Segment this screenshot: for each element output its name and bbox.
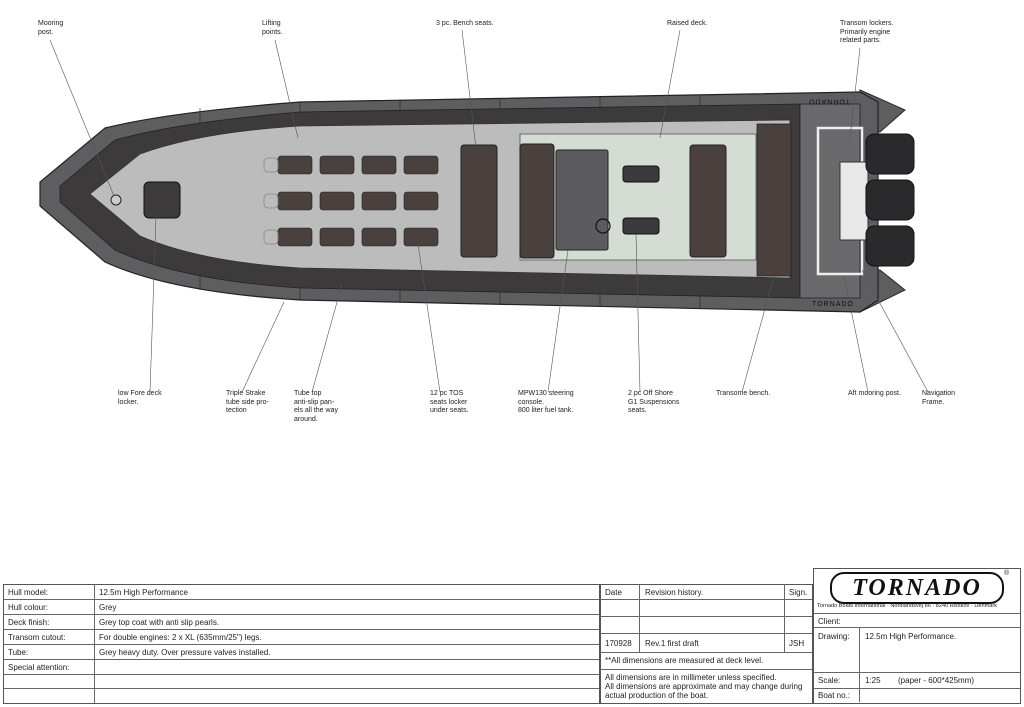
hull-marking-top: TORNADO	[808, 97, 850, 105]
callout-transom-lockers: Transom lockers. Primarily engine relate…	[840, 20, 894, 44]
revision-row-history: Rev.1 first draft	[645, 639, 699, 648]
spec-value-tube: Grey heavy duty. Over pressure valves in…	[99, 648, 271, 657]
spec-label-transom-cutout: Transom cutout:	[8, 633, 66, 642]
suspension-seat-1	[622, 165, 660, 183]
callout-lifting-points: Lifting points.	[262, 20, 283, 36]
revision-header-date: Date	[605, 588, 622, 597]
company-address: Tornado Boats International · Nordlandsv…	[817, 603, 998, 609]
engines	[865, 133, 915, 267]
spec-label-special-attention: Special attention:	[8, 663, 70, 672]
drawing-label: Drawing:	[818, 632, 850, 641]
spec-label-hull-model: Hull model:	[8, 588, 49, 597]
callout-tos-seats: 12 pc TOS seats locker under seats.	[430, 390, 469, 414]
logo-registered: ®	[1004, 570, 1010, 577]
drawing-value: 12.5m High Performance.	[865, 632, 957, 641]
bench-seat-3	[689, 144, 727, 258]
callout-transome-bench: Transome bench.	[716, 390, 771, 397]
tube-segment-marks	[199, 96, 701, 308]
tos-seat-rails	[263, 157, 279, 245]
scale-label: Scale:	[818, 676, 841, 685]
revision-note-measured: **All dimensions are measured at deck le…	[605, 656, 764, 665]
transom-bench	[756, 123, 792, 277]
steering-console	[555, 149, 609, 251]
revision-table	[600, 584, 813, 704]
scale-value: 1:25	[865, 676, 881, 685]
spec-label-tube: Tube:	[8, 648, 29, 657]
boat-no-label: Boat no.:	[818, 691, 851, 700]
callout-leaders	[49, 29, 929, 393]
callout-strake: Triple Strake tube side pro- tection	[226, 390, 269, 414]
spec-value-deck-finish: Grey top coat with anti slip pearls.	[99, 618, 220, 627]
hull-marking-bottom: TORNADO	[812, 301, 854, 308]
callout-tube-top: Tube top anti-slip pan- els all the way …	[294, 390, 338, 423]
fore-deck-locker	[143, 181, 181, 219]
callout-nav-frame: Navigation Frame.	[922, 390, 956, 406]
steering-wheel-icon	[595, 218, 611, 234]
callout-console: MPW130 steering console. 800 liter fuel …	[518, 390, 574, 414]
spec-value-hull-colour: Grey	[99, 603, 117, 612]
logo-text: TORNADO	[852, 574, 982, 601]
revision-note-approximate: All dimensions are approximate and may c…	[605, 682, 803, 700]
callout-raised-deck: Raised deck.	[667, 20, 708, 27]
suspension-seat-2	[622, 217, 660, 235]
client-label: Client:	[818, 617, 841, 626]
spec-value-hull-model: 12.5m High Performance	[99, 588, 188, 597]
callout-aft-mooring: Aft mooring post.	[848, 390, 901, 397]
scale-paper: (paper - 600*425mm)	[898, 676, 975, 685]
revision-row-sign: JSH	[789, 639, 805, 648]
callout-mooring-post: Mooring post.	[38, 20, 64, 36]
revision-header-history: Revision history.	[645, 588, 704, 597]
spec-value-transom-cutout: For double engines: 2 x XL (635mm/25") l…	[99, 633, 262, 642]
callout-bench-seats: 3 pc. Bench seats.	[436, 20, 494, 27]
revision-note-millimeter: All dimensions are in millimeter unless …	[605, 673, 777, 682]
tos-seats	[277, 155, 439, 247]
mooring-post-icon	[110, 194, 122, 206]
callout-suspension: 2 pc Off Shore G1 Suspensions seats.	[628, 390, 680, 414]
bench-seat-2	[519, 143, 555, 259]
transom-locker-panel	[839, 161, 869, 241]
revision-header-sign: Sign.	[789, 588, 808, 597]
callout-fore-locker: low Fore deck locker.	[118, 390, 162, 406]
spec-label-deck-finish: Deck finish:	[8, 618, 50, 627]
tornado-logo: TORNADO	[830, 572, 1004, 604]
title-block	[813, 568, 1021, 704]
spec-label-hull-colour: Hull colour:	[8, 603, 49, 612]
bench-seat-1	[460, 144, 498, 258]
revision-row-date: 170928	[605, 639, 632, 648]
